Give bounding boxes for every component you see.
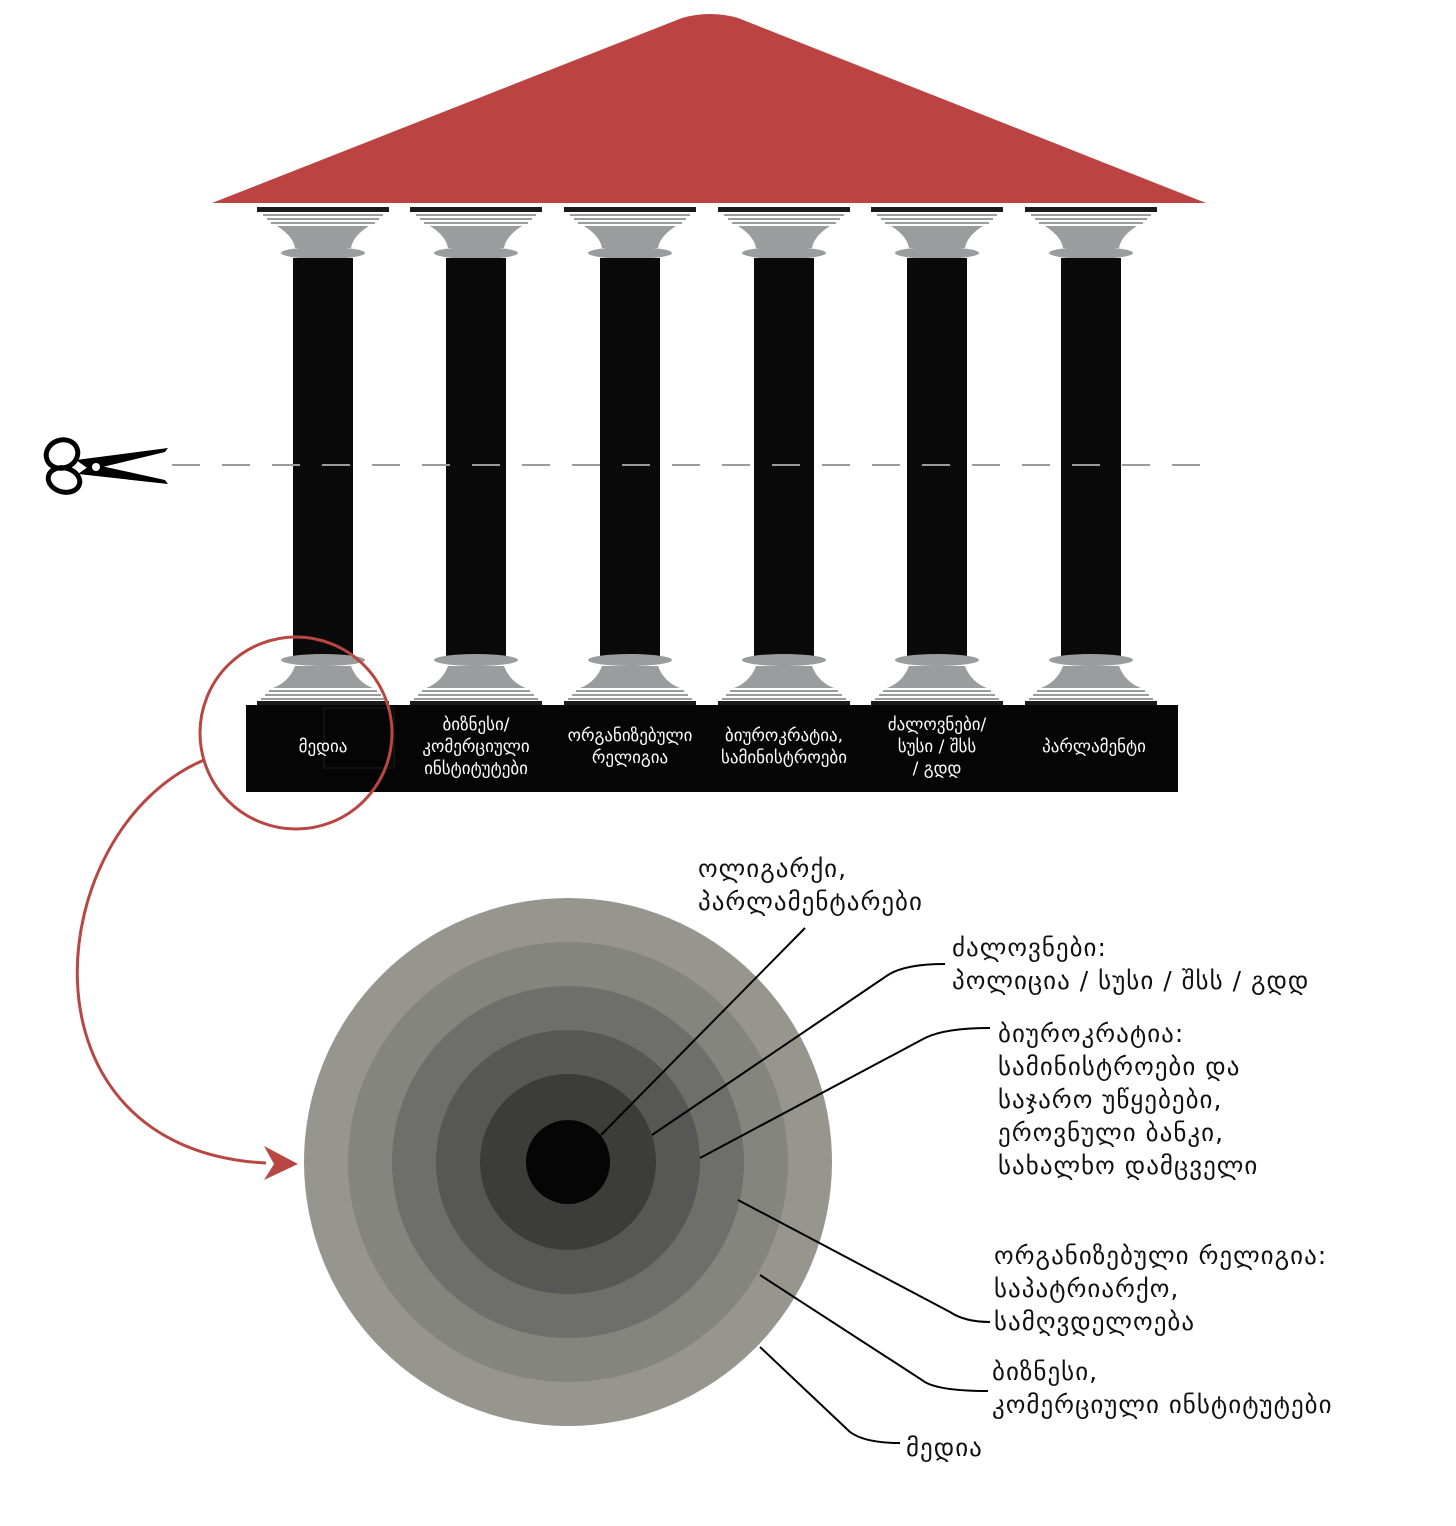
pillar [410,207,542,705]
ring-label-line: ბიუროკრატია: [998,1019,1184,1048]
ring-label-line: მედია [906,1433,983,1462]
temple-roof [212,14,1206,203]
ring-label-line: პარლამენტარები [698,887,923,916]
base-bar-inset [323,707,395,769]
leader-line-bureaucracy [699,1027,991,1159]
pillar-label-line: სუსი / შსს [898,737,977,757]
pillar-label-line: ორგანიზებული [568,726,693,746]
ring-label: ბიზნესი, კომერციული ინსტიტუტები [992,1357,1333,1419]
pillar-label-line: ბიზნესი/ [442,715,509,735]
pillar [1025,207,1157,705]
ring-label-line: ბიზნესი, [992,1357,1098,1386]
curved-arrow-icon [75,758,298,1180]
ring-label-line: ეროვნული ბანკი, [998,1118,1224,1147]
ring-label: ორგანიზებული რელიგია: საპატრიარქო, სამღვდე… [994,1241,1327,1336]
ring-label: ოლიგარქი, პარლამენტარები [698,854,923,916]
ring-label: ბიუროკრატია: სამინისტროები და საჯარო უწყებ… [998,1019,1258,1180]
leader-line-business [759,1274,989,1392]
pillar-label-line: / გდდ [913,759,962,779]
pillars [257,207,1157,705]
pillar [718,207,850,705]
leader-line-religion [737,1199,991,1323]
ring-label-line: ოლიგარქი, [698,854,847,883]
pillar-label-line: პარლამენტი [1042,737,1146,757]
ring-label-line: სამღვდელოება [994,1307,1195,1336]
ring-label-line: სახალხო დამცველი [998,1151,1258,1180]
concentric-rings [304,898,832,1426]
pillar-label: მედია [299,737,348,757]
pillar-label: ბიუროკრატია,სამინისტროები [721,726,847,768]
pillar-label: პარლამენტი [1042,737,1146,757]
pillar-label-line: ბიუროკრატია, [725,726,843,746]
ring-labels: მედია ბიზნესი, კომერციული ინსტიტუტები ორგან… [698,854,1333,1462]
ring-label-line: ორგანიზებული რელიგია: [994,1241,1327,1270]
pillar [564,207,696,705]
pillar-label-line: ძალოვნები/ [888,715,987,735]
pillar-label-line: სამინისტროები [721,748,847,768]
leader-lines [600,927,991,1444]
temple-base [246,705,1178,792]
pillar [871,207,1003,705]
scissors-icon [43,437,168,495]
ring-label-line: კომერციული ინსტიტუტები [992,1390,1333,1419]
pillar [257,207,389,705]
ring [526,1120,610,1204]
ring-label-line: საჯარო უწყებები, [998,1085,1222,1114]
highlight-circle [198,635,394,831]
leader-line-security [651,963,946,1136]
pillar-label-line: კომერციული [422,737,529,757]
ring-label-line: სამინისტროები და [998,1052,1240,1081]
ring-label: ძალოვნები: პოლიცია / სუსი / შსს / გდდ [952,933,1309,995]
pillar-label-line: რელიგია [592,748,668,768]
ring-label-line: ძალოვნები: [952,933,1107,962]
leader-line-media [759,1346,901,1444]
pillar-label-line: მედია [299,737,348,757]
pillar-label-line: ინსტიტუტები [424,759,528,779]
ring-label: მედია [906,1433,983,1462]
ring-label-line: პოლიცია / სუსი / შსს / გდდ [952,966,1309,995]
pillar-label: ძალოვნები/სუსი / შსს/ გდდ [888,715,987,779]
leader-line-oligarchs [600,927,806,1136]
ring-label-line: საპატრიარქო, [994,1274,1179,1303]
